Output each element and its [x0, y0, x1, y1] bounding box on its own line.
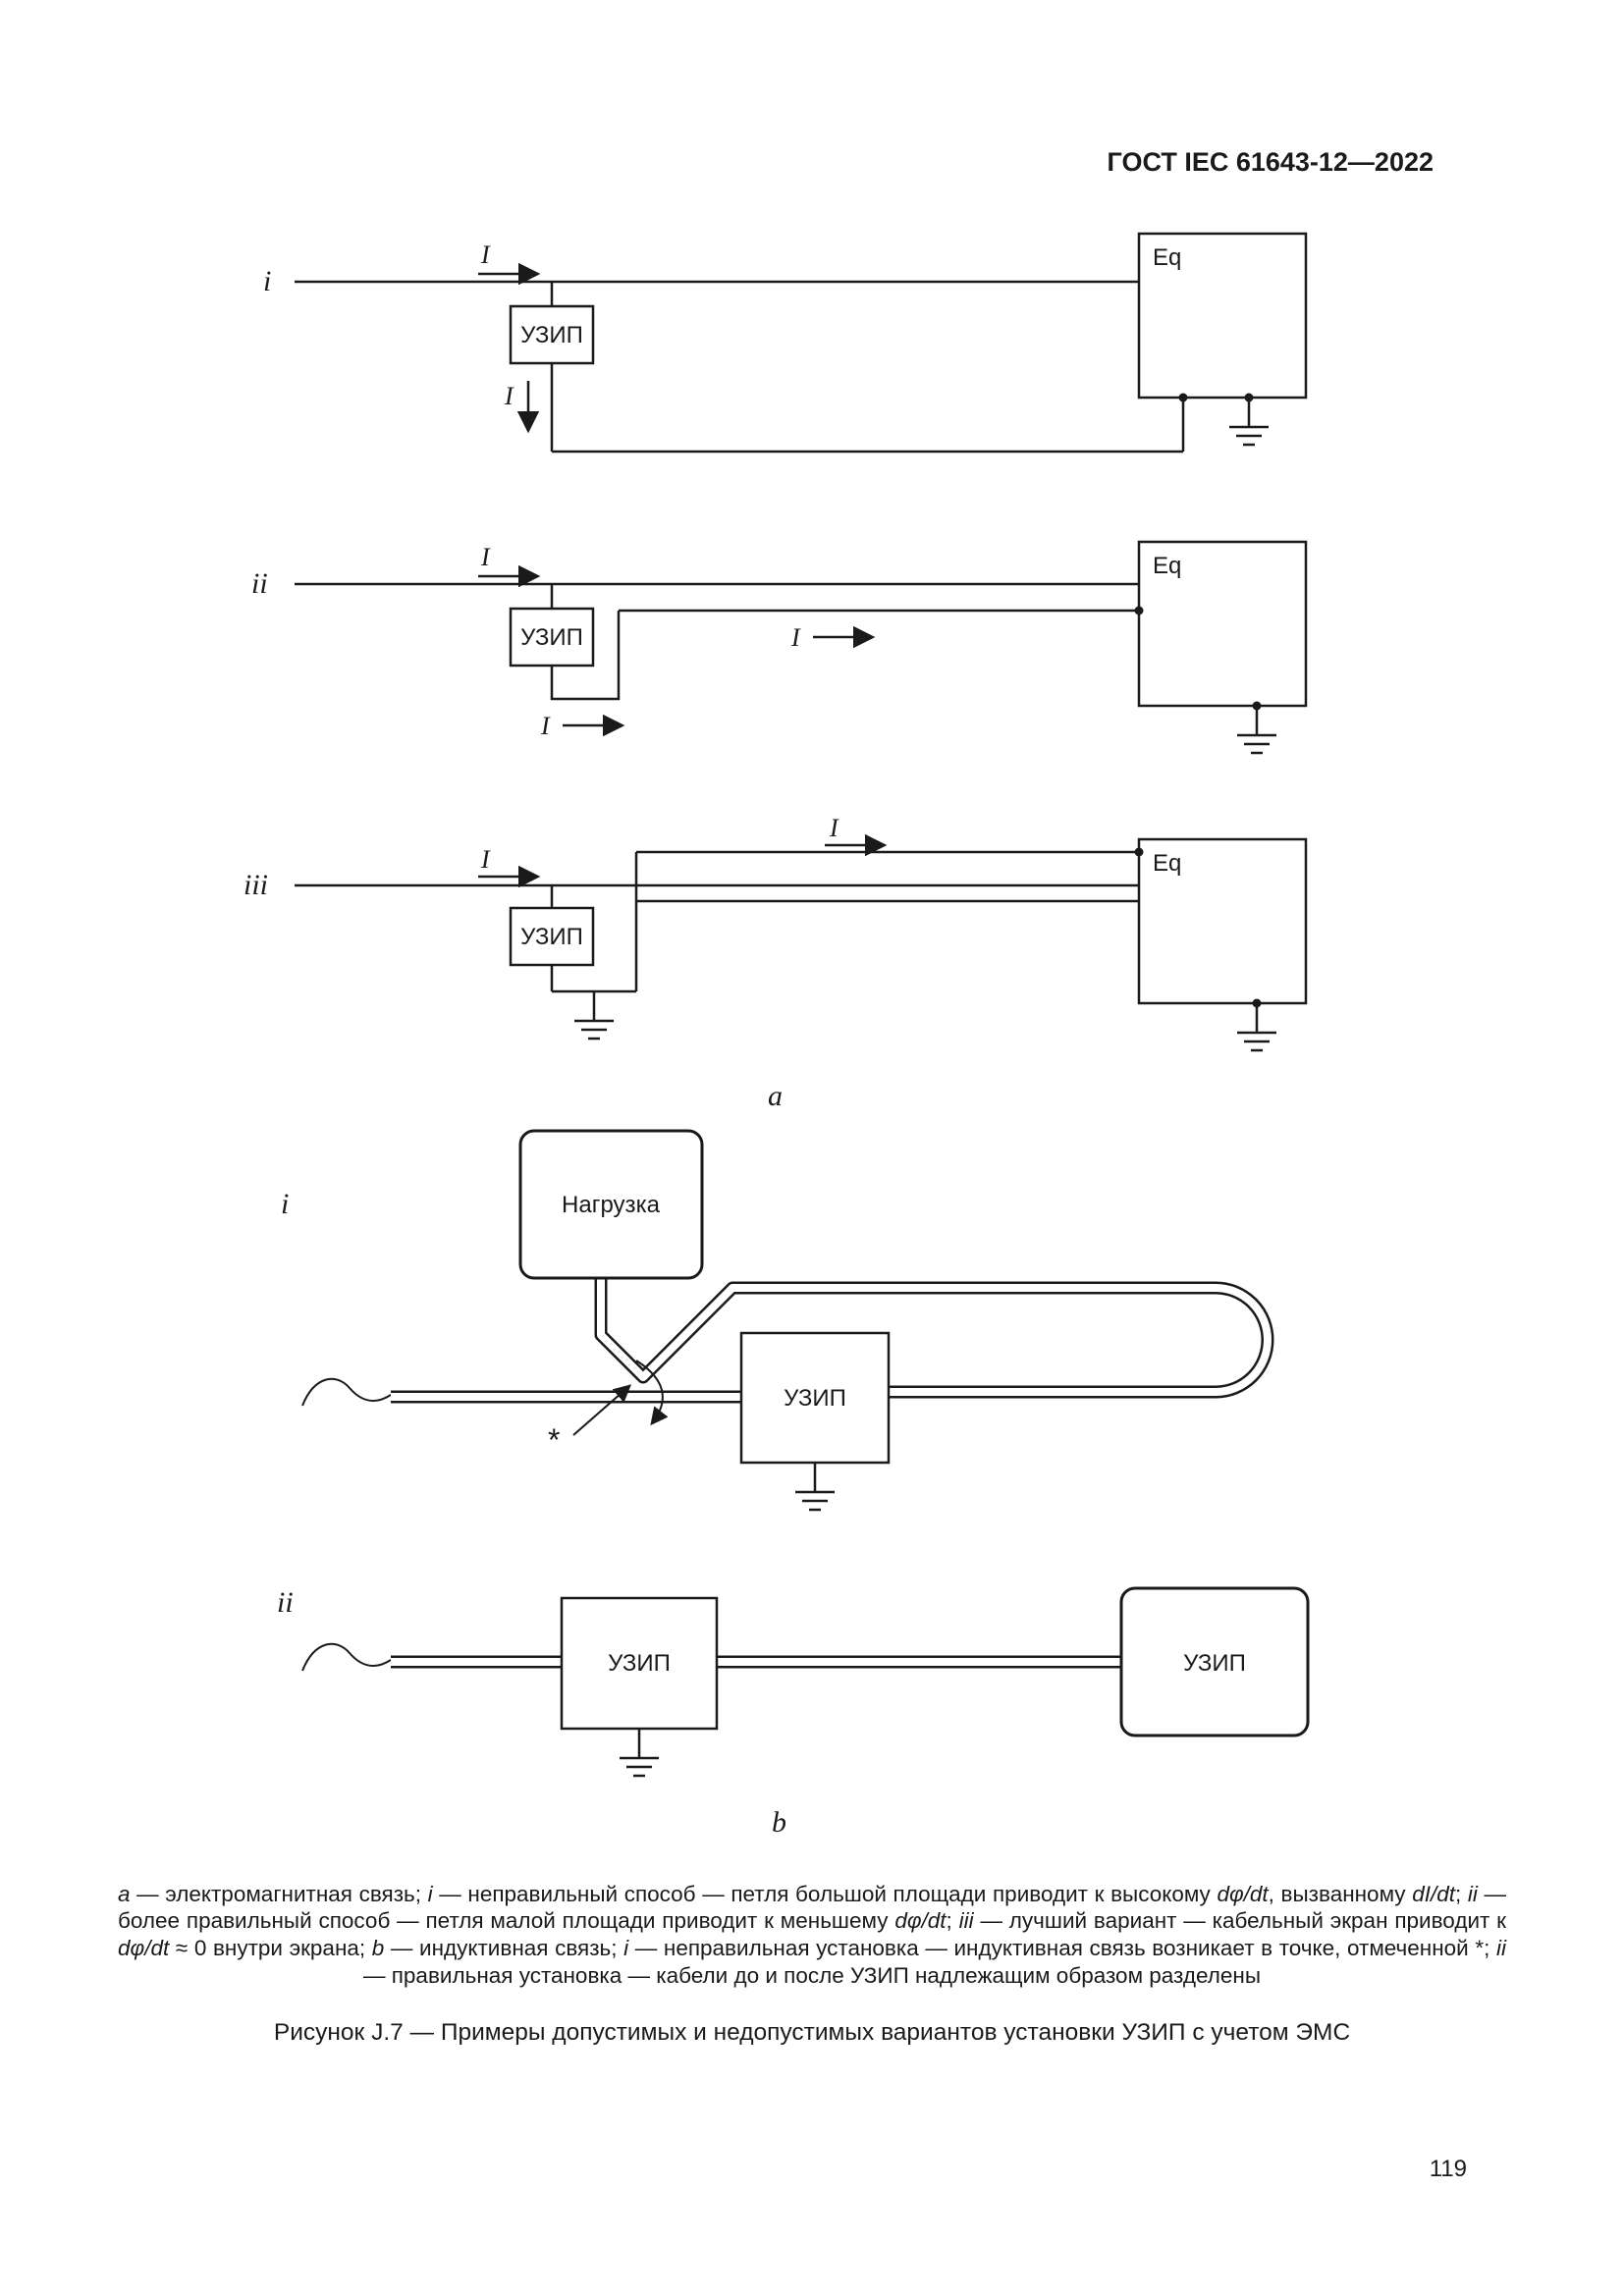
spd-box-rounded [1119, 1586, 1310, 1737]
equipment-box [1137, 232, 1308, 400]
spd-box [509, 607, 595, 667]
spd-box-label: УЗИП [520, 322, 583, 348]
junction-dot [1134, 847, 1144, 857]
diagram-a-ii: ii I УЗИП I I Eq [251, 540, 1308, 755]
ground-symbol [572, 989, 616, 1041]
spd-box-label: УЗИП [520, 624, 583, 651]
item-label: ii [251, 567, 268, 600]
diagram-a-iii: iii I I УЗИП Eq [244, 814, 1308, 1052]
current-label: I [540, 712, 551, 740]
load-box [518, 1129, 704, 1280]
ground-symbol [1235, 1001, 1278, 1052]
spd-box [560, 1596, 719, 1731]
current-label: I [790, 623, 801, 652]
diagram-b-i: i Нагрузка УЗИП * [281, 1129, 1274, 1512]
current-label: I [829, 814, 839, 842]
current-label: I [480, 543, 491, 571]
item-label: ii [277, 1586, 294, 1619]
part-a-label: a [768, 1080, 783, 1112]
current-label: I [480, 240, 491, 269]
coupling-point-asterisk: * [548, 1422, 560, 1458]
current-label: I [504, 382, 514, 410]
source-squiggle [301, 1377, 392, 1407]
ground-symbol [793, 1461, 837, 1512]
spd-box [509, 906, 595, 967]
equipment-box-label: Eq [1153, 244, 1181, 271]
spd-box-label: УЗИП [1183, 1650, 1246, 1677]
page-number: 119 [1429, 2156, 1467, 2182]
part-b-label: b [772, 1806, 786, 1839]
ground-symbol [1235, 704, 1278, 755]
coupling-arc-arrow [635, 1360, 669, 1426]
diagram-a-i: i I УЗИП I Eq [263, 232, 1308, 454]
junction-dot [1178, 393, 1188, 402]
figure-caption: a — электромагнитная связь; i — неправил… [118, 1881, 1506, 1989]
spd-box [509, 304, 595, 365]
item-label: iii [244, 869, 268, 901]
figure-title: Рисунок J.7 — Примеры допустимых и недоп… [273, 2018, 1351, 2046]
ground-symbol [618, 1727, 661, 1778]
item-label: i [263, 265, 271, 297]
source-squiggle [301, 1642, 392, 1672]
spd-box-label: УЗИП [520, 924, 583, 950]
current-label: I [480, 845, 491, 874]
item-label: i [281, 1188, 289, 1220]
junction-dot [1134, 606, 1144, 615]
diagram-b-ii: ii УЗИП УЗИП [277, 1586, 1310, 1778]
ground-symbol [1227, 396, 1271, 447]
equipment-box [1137, 837, 1308, 1005]
equipment-box-label: Eq [1153, 850, 1181, 877]
equipment-box-label: Eq [1153, 553, 1181, 579]
asterisk-pointer-arrow [572, 1384, 632, 1436]
equipment-box [1137, 540, 1308, 708]
spd-box-label: УЗИП [608, 1650, 671, 1677]
spd-box-label: УЗИП [784, 1385, 846, 1412]
document-header: ГОСТ IEC 61643-12—2022 [1107, 147, 1434, 177]
load-box-label: Нагрузка [562, 1192, 661, 1218]
